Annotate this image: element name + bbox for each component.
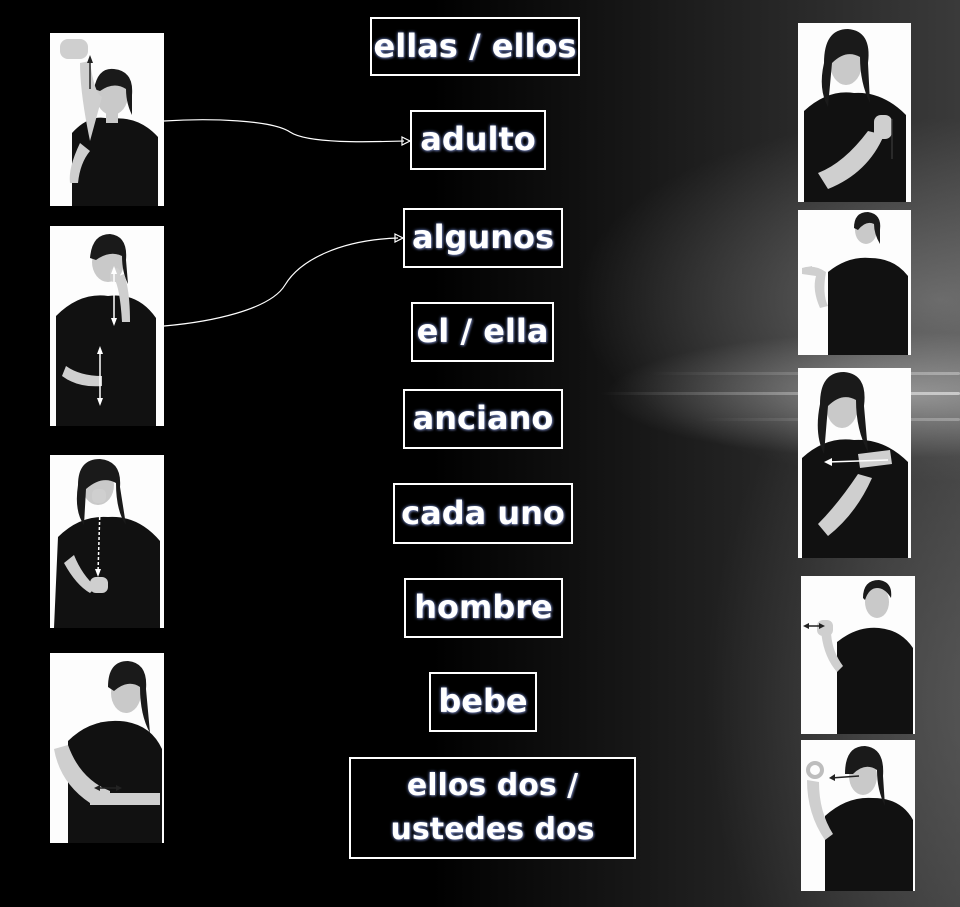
word-label: cada uno	[401, 493, 565, 532]
person-icon	[50, 33, 164, 206]
word-label: adulto	[420, 120, 536, 159]
word-ellas-ellos[interactable]: ellas / ellos	[370, 17, 580, 76]
word-algunos[interactable]: algunos	[403, 208, 563, 268]
light-streak	[600, 392, 960, 395]
sign-photo-left-2[interactable]	[50, 226, 164, 426]
word-label-line-2: ustedes dos	[390, 812, 595, 847]
word-label: algunos	[411, 218, 555, 257]
sign-photo-right-3[interactable]	[798, 368, 911, 558]
person-icon	[50, 653, 164, 843]
person-icon	[50, 226, 164, 426]
word-label: el / ella	[416, 312, 549, 351]
person-icon	[801, 576, 915, 734]
word-label-line-1: ellos dos /	[406, 768, 579, 803]
sign-photo-right-4[interactable]	[801, 576, 915, 734]
word-hombre[interactable]: hombre	[404, 578, 563, 638]
sign-photo-left-1[interactable]	[50, 33, 164, 206]
person-icon	[801, 740, 915, 891]
sign-photo-right-2[interactable]	[798, 210, 911, 355]
word-label: hombre	[414, 588, 553, 627]
word-cada-uno[interactable]: cada uno	[393, 483, 573, 544]
word-anciano[interactable]: anciano	[403, 389, 563, 449]
person-icon	[798, 210, 911, 355]
sign-photo-left-3[interactable]	[50, 455, 164, 628]
person-icon	[50, 455, 164, 628]
person-icon	[798, 23, 911, 202]
word-adulto[interactable]: adulto	[410, 110, 546, 170]
person-icon	[798, 368, 911, 558]
word-label: ellas / ellos	[373, 26, 577, 65]
word-el-ella[interactable]: el / ella	[411, 302, 554, 362]
word-bebe[interactable]: bebe	[429, 672, 537, 732]
word-ellos-dos[interactable]: ellos dos / ustedes dos	[349, 757, 636, 859]
word-label: anciano	[412, 399, 554, 438]
word-label: bebe	[438, 682, 528, 721]
sign-photo-left-4[interactable]	[50, 653, 164, 843]
sign-photo-right-1[interactable]	[798, 23, 911, 202]
sign-photo-right-5[interactable]	[801, 740, 915, 891]
